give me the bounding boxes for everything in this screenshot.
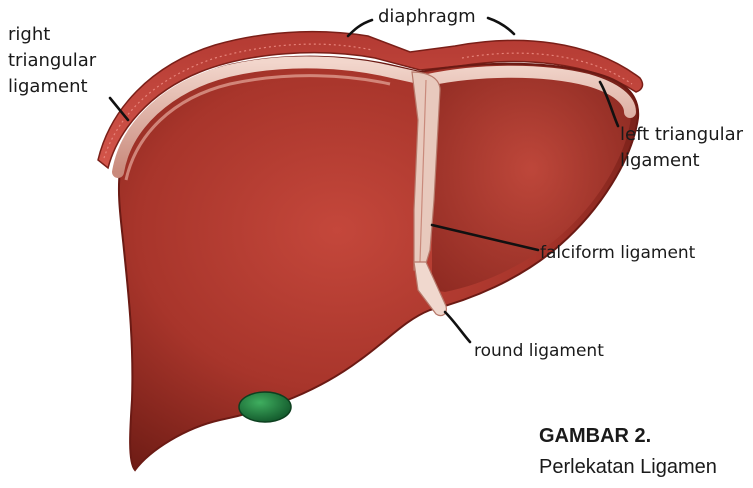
label-right-triangular-2: triangular (8, 50, 97, 71)
label-falciform: falciform ligament (540, 243, 696, 263)
pointer-round (445, 312, 470, 342)
figure-caption-title: GAMBAR 2. (539, 425, 651, 448)
label-left-triangular-2: ligament (620, 150, 700, 171)
pointer-diaphragm-right (488, 18, 514, 34)
label-right-triangular-1: right (8, 24, 50, 45)
figure-caption-subtitle: Perlekatan Ligamen (539, 456, 717, 479)
gallbladder (239, 392, 291, 422)
pointer-diaphragm-left (348, 20, 372, 36)
label-diaphragm: diaphragm (378, 6, 476, 27)
label-round: round ligament (474, 341, 604, 361)
label-right-triangular-3: ligament (8, 76, 88, 97)
label-left-triangular-1: left triangular (620, 124, 744, 145)
